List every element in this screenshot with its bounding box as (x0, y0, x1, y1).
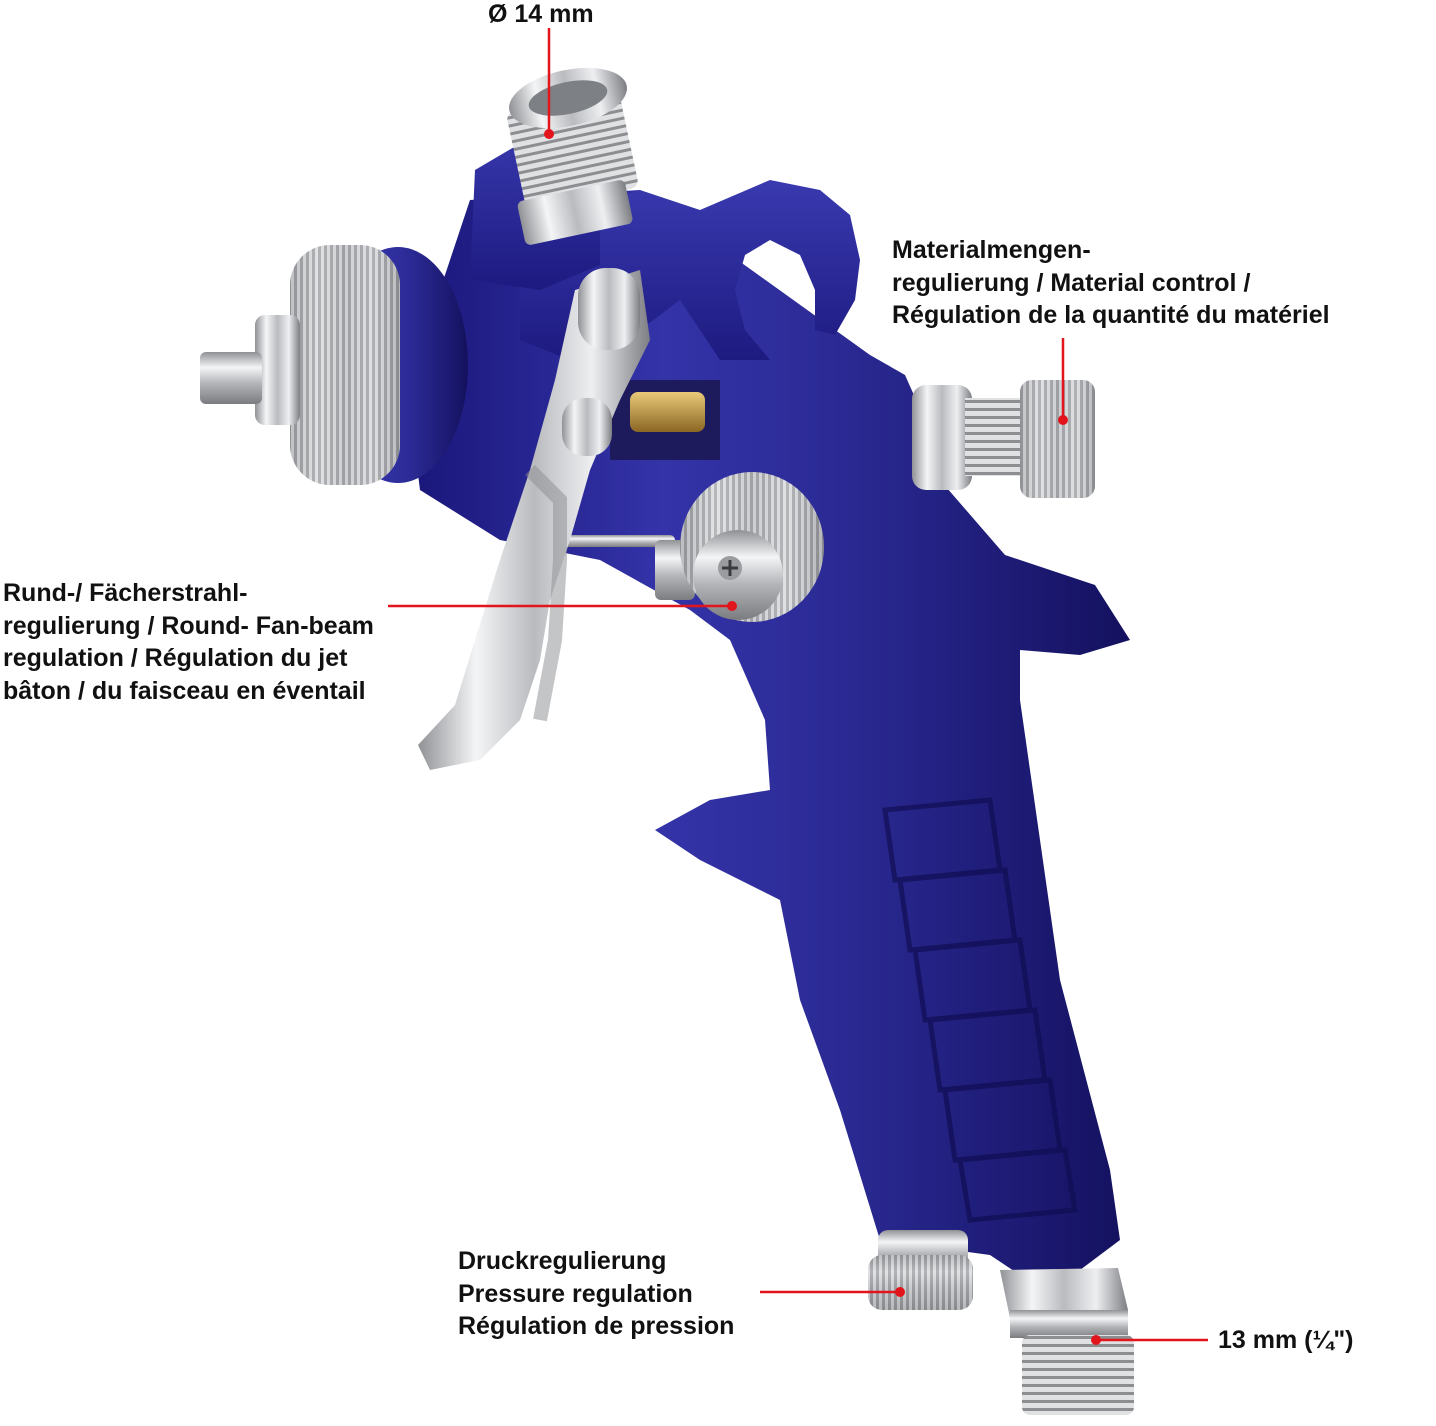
pressure-regulation-label-line: Régulation de pression (458, 1312, 735, 1340)
fan-regulation-label-line: regulierung / Round- Fan-beam (3, 611, 374, 640)
trigger (418, 270, 650, 770)
fan-knob (655, 472, 824, 622)
gun-body (410, 190, 1130, 1275)
fan-regulation-label-line: regulation / Régulation du jet (3, 644, 348, 672)
pressure-regulation-label-line: Pressure regulation (458, 1279, 693, 1308)
material-knob (912, 380, 1095, 498)
needle-assembly (545, 380, 720, 547)
pressure-regulation-label: Druckregulierung Pressure regulation Rég… (458, 1245, 734, 1343)
diameter-label-line: Ø 14 mm (488, 0, 594, 28)
material-control-label-line: Materialmengen- (892, 236, 1091, 264)
trigger-pins (562, 268, 640, 456)
leader-pressure-dot (895, 1287, 905, 1297)
diameter-label: Ø 14 mm (488, 0, 594, 31)
leader-lines (388, 28, 1208, 1345)
cup-fitting (507, 67, 638, 245)
leader-diameter-dot (544, 129, 554, 139)
material-control-label-line: regulierung / Material control / (892, 268, 1251, 297)
grip-ribs (882, 797, 1078, 1223)
leader-connector-dot (1091, 1335, 1101, 1345)
air-inlet (1000, 1268, 1134, 1415)
leader-fan-dot (727, 601, 737, 611)
fan-regulation-label: Rund-/ Fächerstrahl- regulierung / Round… (3, 577, 374, 707)
connector-label-line: 13 mm (¼") (1218, 1326, 1354, 1354)
material-control-label-line: Régulation de la quantité du matériel (892, 301, 1330, 329)
fan-regulation-label-line: Rund-/ Fächerstrahl- (3, 579, 248, 607)
pressure-knob (868, 1230, 973, 1310)
leader-material-dot (1058, 415, 1068, 425)
connector-label: 13 mm (¼") (1218, 1324, 1354, 1357)
material-control-label: Materialmengen- regulierung / Material c… (892, 234, 1330, 332)
fan-regulation-label-line: bâton / du faisceau en éventail (3, 676, 366, 705)
air-cap (200, 245, 468, 485)
pressure-regulation-label-line: Druckregulierung (458, 1247, 667, 1275)
